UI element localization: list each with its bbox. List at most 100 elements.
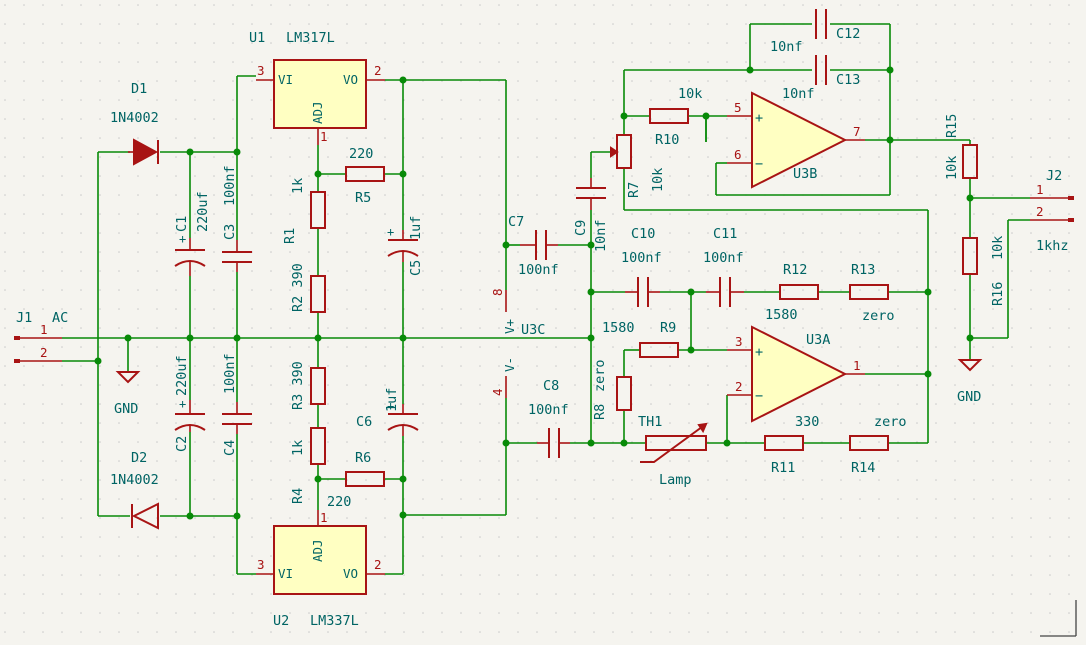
- resistor-r10[interactable]: 10k R10: [649, 86, 702, 148]
- capacitor-c9[interactable]: C9 10nf: [573, 178, 609, 252]
- r16-value: 10k: [990, 236, 1006, 260]
- c1-plus: +: [179, 232, 186, 246]
- opamp-u3c-power[interactable]: 8 4 V+ V- U3C: [490, 288, 545, 398]
- r4-name: R4: [290, 488, 306, 504]
- r8-value: zero: [592, 359, 608, 392]
- c5-name: C5: [408, 260, 424, 276]
- r7-name: R7: [626, 182, 642, 198]
- resistor-r6[interactable]: R6 220: [327, 450, 385, 510]
- capacitor-c2[interactable]: + C2 220uf: [174, 355, 206, 452]
- u1-pin-vi: VI: [278, 72, 293, 87]
- capacitor-c7[interactable]: C7 100nf: [508, 214, 559, 278]
- resistor-r8[interactable]: R8 zero: [592, 359, 632, 420]
- u3c-pin4: 4: [490, 388, 505, 396]
- sheet-corner-mark: [1040, 600, 1077, 637]
- resistor-r13[interactable]: R13 zero: [849, 262, 895, 324]
- resistor-r11[interactable]: 330 R11: [764, 414, 819, 476]
- c2-plus: +: [179, 397, 186, 411]
- u3a-pin3: 3: [735, 334, 743, 349]
- r1-value: 1k: [290, 178, 306, 194]
- r12-name: R12: [783, 262, 807, 278]
- c11-value: 100nf: [703, 250, 744, 266]
- resistor-r2[interactable]: R2 390: [290, 263, 326, 313]
- ground-symbol-2: GND: [957, 359, 983, 405]
- capacitor-c11[interactable]: C11 100nf: [703, 226, 744, 307]
- r15-value: 10k: [944, 156, 960, 180]
- c7-value: 100nf: [518, 262, 559, 278]
- th1-value: Lamp: [659, 472, 692, 488]
- u1-pin2-number: 2: [374, 63, 382, 78]
- ground-symbol-1: GND: [114, 371, 141, 417]
- capacitor-c1[interactable]: + C1 220uf: [174, 191, 211, 276]
- c9-name: C9: [573, 220, 589, 236]
- u3b-pin6: 6: [734, 147, 742, 162]
- u1-value: LM317L: [286, 30, 335, 46]
- capacitor-c10[interactable]: C10 100nf: [621, 226, 662, 307]
- j1-name: J1: [16, 310, 32, 326]
- capacitor-c13[interactable]: C13 10nf: [782, 55, 860, 102]
- diode-d1[interactable]: D1 1N4002: [110, 81, 159, 166]
- gnd2-label: GND: [957, 389, 981, 405]
- u3a-pin1: 1: [853, 358, 861, 373]
- c4-name: C4: [222, 440, 238, 456]
- regulator-u2[interactable]: U2 LM337L VI VO ADJ 3 2 1: [256, 510, 385, 629]
- wires: [62, 23, 1030, 575]
- u2-pin1-number: 1: [320, 510, 328, 525]
- resistor-r9[interactable]: 1580 R9: [602, 320, 679, 358]
- resistor-r1[interactable]: 1k R1: [282, 178, 326, 244]
- r7-value: 10k: [650, 168, 666, 192]
- u1-pin1-number: 1: [320, 129, 328, 144]
- resistor-r15[interactable]: R15 10k: [944, 114, 978, 180]
- resistor-r16[interactable]: 10k R16: [962, 236, 1006, 306]
- u3b-pin7: 7: [853, 124, 861, 139]
- u3a-minus: −: [755, 388, 763, 404]
- regulator-u1[interactable]: U1 LM317L VI VO ADJ 3 2 1: [249, 30, 385, 145]
- r15-name: R15: [944, 114, 960, 138]
- c12-value: 10nf: [770, 39, 803, 55]
- r9-value: 1580: [602, 320, 635, 336]
- c2-value: 220uf: [174, 355, 190, 396]
- c8-value: 100nf: [528, 402, 569, 418]
- thermistor-th1[interactable]: TH1 Lamp: [638, 414, 708, 488]
- d1-value: 1N4002: [110, 110, 159, 126]
- d1-name: D1: [131, 81, 147, 97]
- u3a-pin2: 2: [735, 379, 743, 394]
- u3c-name: U3C: [521, 322, 545, 338]
- d2-name: D2: [131, 450, 147, 466]
- connector-j1[interactable]: J1 AC 1 2: [14, 310, 68, 363]
- diode-d2[interactable]: D2 1N4002: [110, 450, 159, 530]
- resistor-r4[interactable]: 1k R4: [290, 427, 326, 504]
- c8-name: C8: [543, 378, 559, 394]
- c2-name: C2: [174, 436, 190, 452]
- resistor-r12[interactable]: R12 1580: [765, 262, 819, 323]
- opamp-u3b[interactable]: + − 5 6 7 U3B: [727, 91, 865, 189]
- opamp-u3a[interactable]: + − 3 2 1 U3A: [727, 325, 865, 423]
- capacitor-c5[interactable]: + C5 1uf: [387, 216, 424, 276]
- connector-j2[interactable]: J2 1khz 1 2: [1030, 168, 1074, 254]
- resistor-r14[interactable]: zero R14: [849, 414, 907, 476]
- c1-value: 220uf: [195, 191, 211, 232]
- c4-value: 100nf: [222, 353, 238, 394]
- r13-name: R13: [851, 262, 875, 278]
- u2-pin3-number: 3: [257, 557, 265, 572]
- u2-value: LM337L: [310, 613, 359, 629]
- d2-value: 1N4002: [110, 472, 159, 488]
- r13-value: zero: [862, 308, 895, 324]
- r5-value: 220: [349, 146, 373, 162]
- r4-value: 1k: [290, 440, 306, 456]
- capacitor-c12[interactable]: C12 10nf: [770, 9, 860, 55]
- j2-pin1-number: 1: [1036, 182, 1044, 197]
- th1-name: TH1: [638, 414, 662, 430]
- r11-value: 330: [795, 414, 819, 430]
- capacitor-c4[interactable]: C4 100nf: [222, 353, 252, 456]
- resistor-r5[interactable]: 220 R5: [345, 146, 385, 206]
- resistor-r3[interactable]: R3 390: [290, 361, 326, 410]
- j2-pin2-number: 2: [1036, 204, 1044, 219]
- capacitor-c8[interactable]: C8 100nf: [528, 378, 570, 458]
- potentiometer-r7[interactable]: R7 10k: [610, 134, 666, 198]
- j2-value: 1khz: [1036, 238, 1069, 254]
- capacitor-c3[interactable]: C3 100nf: [222, 165, 252, 272]
- u3b-name: U3B: [793, 166, 817, 182]
- capacitor-c6[interactable]: + C6 1uf: [356, 388, 419, 436]
